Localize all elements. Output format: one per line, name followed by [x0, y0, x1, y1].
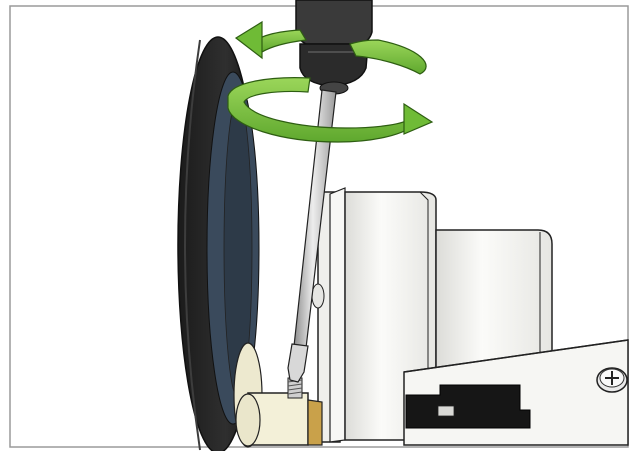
screwdriver-icon — [287, 0, 373, 383]
rotate-arrow-icon — [227, 20, 434, 143]
phillips-screw-icon — [596, 367, 628, 393]
setscrew-icon — [233, 283, 325, 448]
motor-icon — [317, 187, 629, 446]
